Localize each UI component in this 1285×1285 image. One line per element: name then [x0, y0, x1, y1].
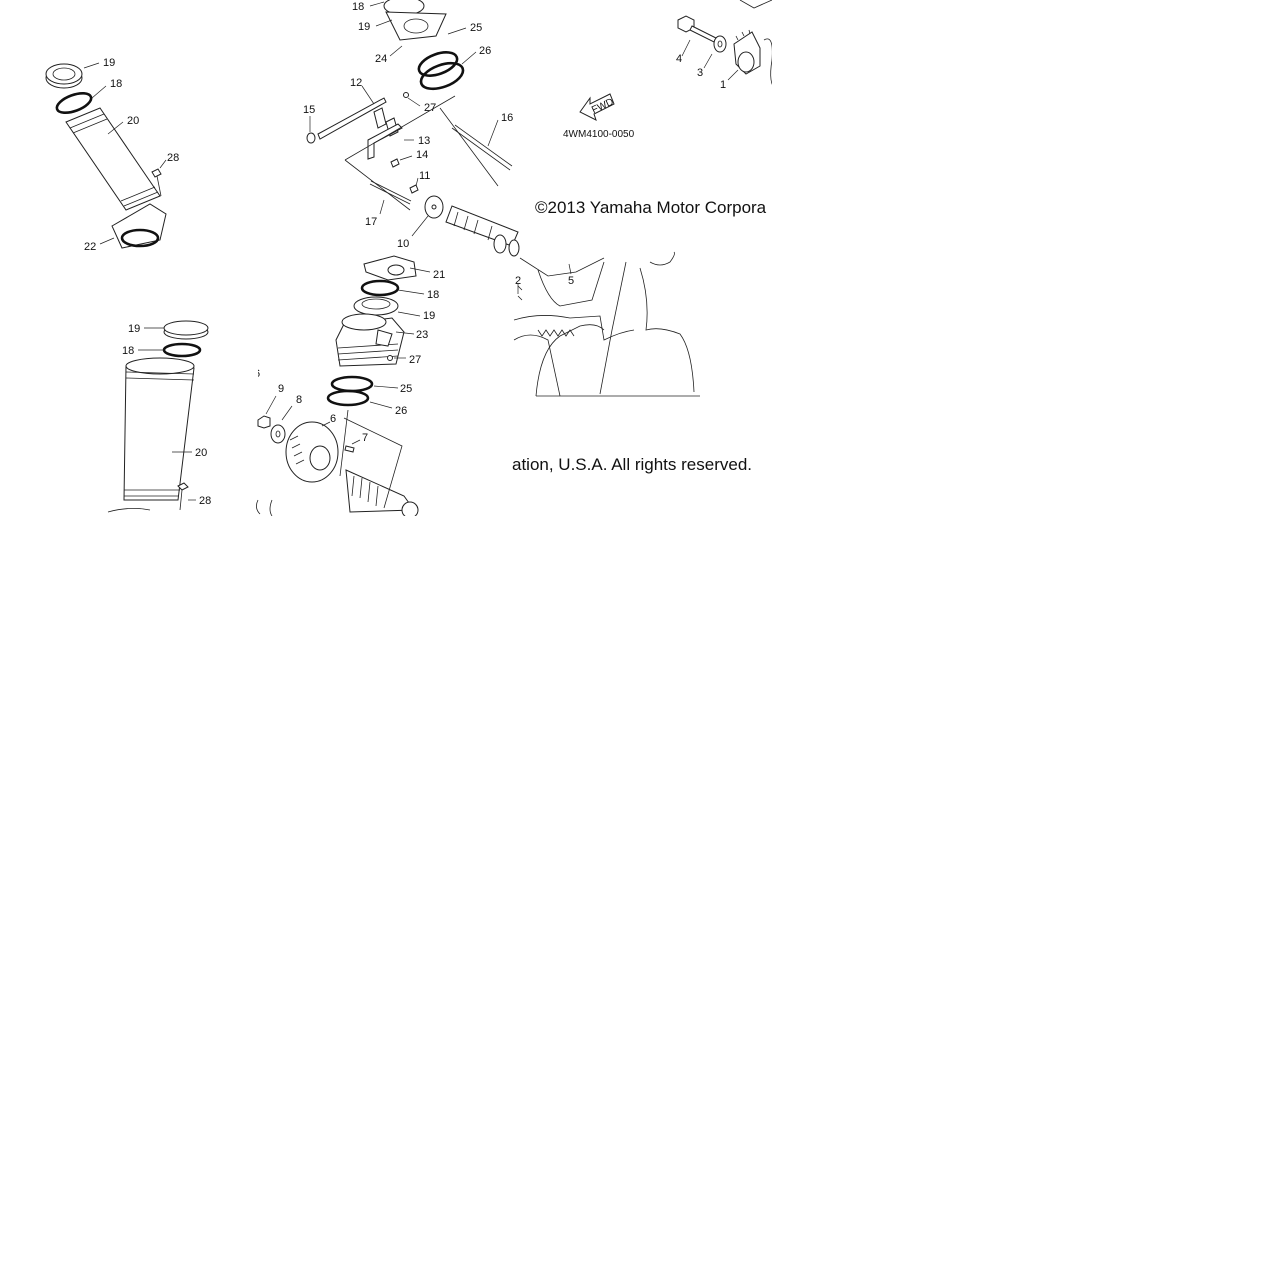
- callout-19: 19: [423, 310, 435, 322]
- tube-assembly-top: 19 18 20 28 22: [45, 57, 179, 253]
- shift-assembly-top: 18 19 25 26 24 27 12 15 13 14 11 16 17 1…: [303, 0, 520, 257]
- callout-15: 15: [303, 104, 315, 116]
- callout-21: 21: [433, 269, 445, 281]
- callout-12: 12: [350, 77, 362, 89]
- callout-24: 24: [375, 53, 387, 65]
- callout-25: 25: [400, 383, 412, 395]
- tube-assembly-bottom: 19 18 20 28: [107, 320, 211, 513]
- copyright-line-1: ©2013 Yamaha Motor Corpora: [535, 198, 767, 217]
- callout-18: 18: [110, 78, 122, 90]
- callout-18: 18: [427, 289, 439, 301]
- callout-7: 7: [362, 432, 368, 444]
- callout-16: 16: [501, 112, 513, 124]
- callout-27: 27: [409, 354, 421, 366]
- callout-2: 2: [515, 275, 521, 287]
- callout-28: 28: [199, 495, 211, 507]
- callout-14: 14: [416, 149, 428, 161]
- callout-18: 18: [122, 345, 134, 357]
- callout-18: 18: [352, 1, 364, 13]
- fwd-label: FWD: [590, 97, 615, 117]
- gear-assembly-bottom: 9 8 6 7 6: [254, 368, 419, 519]
- callout-19: 19: [128, 323, 140, 335]
- callout-20: 20: [127, 115, 139, 127]
- callout-10: 10: [397, 238, 409, 250]
- callout-22: 22: [84, 241, 96, 253]
- callout-5: 5: [568, 275, 574, 287]
- callout-23: 23: [416, 329, 428, 341]
- callout-19: 19: [103, 57, 115, 69]
- callout-13: 13: [418, 135, 430, 147]
- forward-arrow-icon: FWD: [579, 93, 615, 121]
- gear-assembly-top-right: 4 3 1 FWD 4WM4100-0050: [563, 0, 777, 140]
- callout-26: 26: [395, 405, 407, 417]
- callout-9: 9: [278, 383, 284, 395]
- callout-4: 4: [676, 53, 682, 65]
- diagram-code: 4WM4100-0050: [563, 129, 635, 140]
- callout-3: 3: [697, 67, 703, 79]
- callout-6: 6: [330, 413, 336, 425]
- callout-20: 20: [195, 447, 207, 459]
- callout-11: 11: [419, 170, 430, 182]
- crankcase-fragment: 5 2: [513, 251, 700, 397]
- callout-17: 17: [365, 216, 377, 228]
- shift-assembly-middle: 21 18 19 23 27 25 26: [326, 255, 445, 417]
- callout-8: 8: [296, 394, 302, 406]
- callout-26: 26: [479, 45, 491, 57]
- callout-25: 25: [470, 22, 482, 34]
- callout-28: 28: [167, 152, 179, 164]
- callout-1: 1: [720, 79, 726, 91]
- callout-27: 27: [424, 102, 436, 114]
- copyright-line-2: ation, U.S.A. All rights reserved.: [512, 455, 752, 474]
- callout-19: 19: [358, 21, 370, 33]
